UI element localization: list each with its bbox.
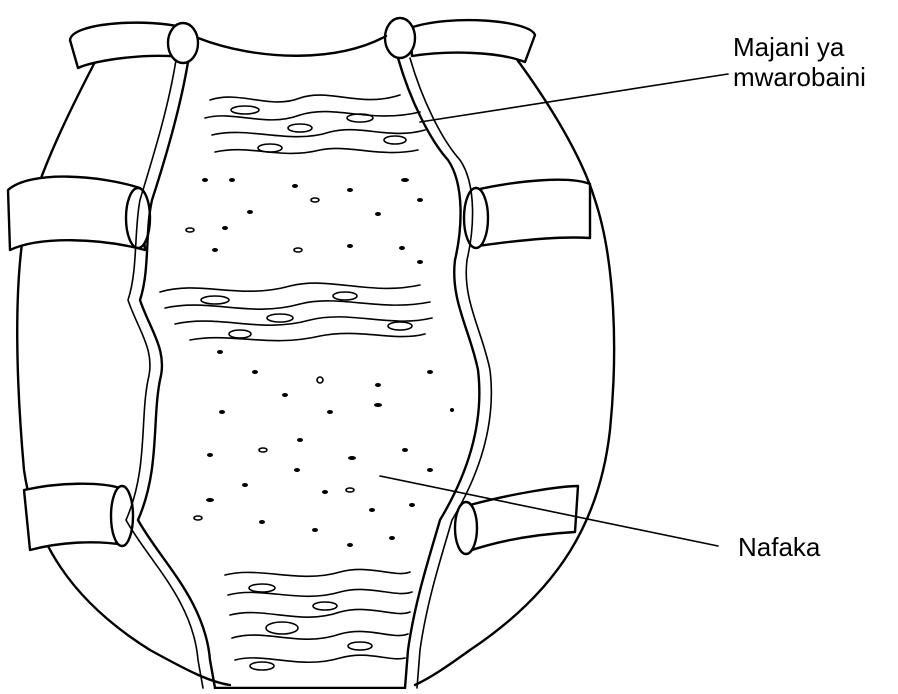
label-neem-leaves: Majani ya mwarobaini bbox=[733, 32, 866, 92]
neem-leaves-layer-top bbox=[205, 95, 425, 153]
neem-leaves-layer-middle bbox=[160, 283, 432, 341]
label-neem-leaves-line1: Majani ya bbox=[733, 32, 866, 62]
label-neem-leaves-line2: mwarobaini bbox=[733, 62, 866, 92]
leader-line-grain bbox=[380, 476, 718, 546]
grain-dots-lower bbox=[194, 350, 454, 547]
leader-line-neem-leaves bbox=[420, 74, 728, 122]
label-grain: Nafaka bbox=[738, 532, 820, 562]
pot-outline bbox=[8, 18, 614, 685]
grain-dots-upper bbox=[186, 178, 423, 264]
neem-leaves-layer-bottom bbox=[225, 569, 412, 670]
